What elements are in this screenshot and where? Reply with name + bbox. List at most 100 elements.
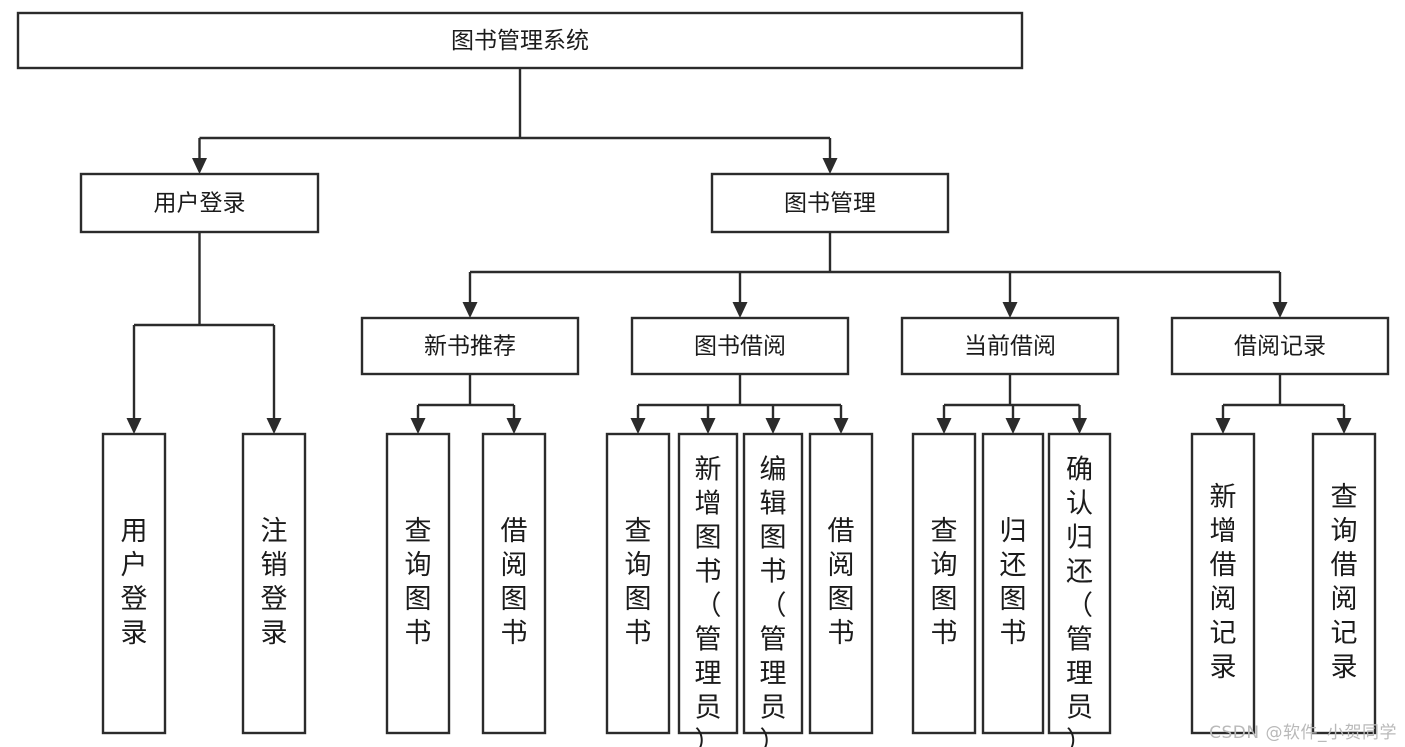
node-label-cb-return-book: 图	[1000, 584, 1027, 615]
node-label-user-login-do: 户	[121, 550, 148, 581]
node-label-cb-confirm-return: （	[1066, 591, 1093, 622]
node-box-bb-query-book[interactable]	[605, 432, 671, 735]
connector-arrow-icon	[936, 418, 952, 434]
node-label-bb-query-book: 图	[625, 584, 652, 615]
node-label-bb-edit-book: （	[760, 591, 787, 622]
node-box-cb-return-book[interactable]	[981, 432, 1045, 735]
node-label-bb-edit-book: 图	[760, 523, 787, 554]
connector-arrow-icon	[126, 418, 142, 434]
node-label-br-query-record: 录	[1331, 652, 1358, 683]
node-label-cb-confirm-return: 员	[1066, 693, 1093, 724]
node-label-new-book-recommend: 新书推荐	[424, 334, 516, 360]
node-label-bb-borrow-book: 借	[828, 516, 855, 547]
node-label-cb-confirm-return: 还	[1066, 557, 1093, 588]
connector-arrow-icon	[1005, 418, 1021, 434]
node-label-root: 图书管理系统	[451, 28, 589, 54]
node-label-current-borrow: 当前借阅	[964, 334, 1056, 360]
node-label-bb-add-book: 理	[695, 659, 722, 690]
connector-arrow-icon	[630, 418, 646, 434]
node-label-nbr-borrow-book: 阅	[501, 550, 528, 581]
node-label-bb-add-book: 增	[695, 489, 722, 520]
node-label-nbr-borrow-book: 图	[501, 584, 528, 615]
connector-arrow-icon	[192, 158, 207, 174]
node-box-book-manage[interactable]	[710, 172, 950, 234]
node-box-nbr-borrow-book[interactable]	[481, 432, 547, 735]
node-label-br-add-record: 新	[1210, 482, 1237, 513]
node-label-nbr-query-book: 询	[405, 550, 432, 581]
node-label-bb-edit-book: ）	[760, 727, 787, 747]
node-box-cb-query-book[interactable]	[911, 432, 977, 735]
connector-arrow-icon	[1215, 418, 1231, 434]
node-label-user-logout: 登	[261, 584, 288, 615]
node-label-book-manage: 图书管理	[784, 191, 876, 217]
node-label-br-add-record: 录	[1210, 652, 1237, 683]
node-box-root[interactable]	[16, 11, 1024, 70]
node-box-new-book-recommend[interactable]	[360, 316, 580, 376]
node-box-bb-edit-book[interactable]	[742, 432, 804, 735]
node-box-user-login-do[interactable]	[101, 432, 167, 735]
node-label-bb-add-book: 书	[695, 557, 722, 588]
node-label-user-logout: 销	[261, 550, 288, 581]
node-label-user-login-do: 用	[121, 516, 148, 547]
node-label-br-add-record: 借	[1210, 550, 1237, 581]
node-box-bb-borrow-book[interactable]	[808, 432, 874, 735]
node-label-bb-edit-book: 员	[760, 693, 787, 724]
connector-arrow-icon	[765, 418, 781, 434]
node-box-bb-add-book[interactable]	[677, 432, 739, 735]
node-label-br-add-record: 记	[1210, 618, 1237, 649]
node-label-bb-borrow-book: 阅	[828, 550, 855, 581]
nodes-layer: 图书管理系统用户登录用户登录注销登录图书管理新书推荐查询图书借阅图书图书借阅查询…	[16, 11, 1390, 747]
node-label-bb-add-book: ）	[695, 727, 722, 747]
node-box-book-borrow[interactable]	[630, 316, 850, 376]
node-label-cb-return-book: 还	[1000, 550, 1027, 581]
node-label-bb-edit-book: 理	[760, 659, 787, 690]
node-label-cb-confirm-return: 认	[1066, 489, 1093, 520]
node-label-nbr-borrow-book: 借	[501, 516, 528, 547]
connectors-layer	[126, 68, 1352, 434]
node-label-cb-return-book: 归	[1000, 516, 1027, 547]
connector-arrow-icon	[1336, 418, 1352, 434]
node-box-nbr-query-book[interactable]	[385, 432, 451, 735]
node-label-bb-add-book: （	[695, 591, 722, 622]
node-label-br-add-record: 增	[1210, 516, 1237, 547]
connector-arrow-icon	[1072, 418, 1087, 434]
node-box-user-login[interactable]	[79, 172, 320, 234]
node-label-cb-query-book: 书	[931, 618, 958, 649]
node-label-cb-query-book: 查	[931, 516, 958, 547]
node-box-cb-confirm-return[interactable]	[1047, 432, 1112, 735]
connector-arrow-icon	[700, 418, 716, 434]
node-label-br-query-record: 查	[1331, 482, 1358, 513]
node-label-bb-borrow-book: 图	[828, 584, 855, 615]
node-label-nbr-borrow-book: 书	[501, 618, 528, 649]
node-label-nbr-query-book: 书	[405, 618, 432, 649]
node-box-borrow-record[interactable]	[1170, 316, 1390, 376]
node-label-cb-query-book: 图	[931, 584, 958, 615]
node-label-bb-edit-book: 管	[760, 625, 787, 656]
connector-arrow-icon	[822, 158, 838, 174]
node-label-br-add-record: 阅	[1210, 584, 1237, 615]
node-label-bb-query-book: 查	[625, 516, 652, 547]
node-box-br-add-record[interactable]	[1190, 432, 1256, 735]
node-label-cb-confirm-return: 确	[1066, 455, 1093, 486]
connector-arrow-icon	[833, 418, 849, 434]
node-label-cb-query-book: 询	[931, 550, 958, 581]
node-label-br-query-record: 询	[1331, 516, 1358, 547]
node-label-cb-confirm-return: 管	[1066, 625, 1093, 656]
node-box-user-logout[interactable]	[241, 432, 307, 735]
connector-arrow-icon	[410, 418, 426, 434]
node-label-bb-edit-book: 辑	[760, 489, 787, 520]
node-box-br-query-record[interactable]	[1311, 432, 1377, 735]
node-box-current-borrow[interactable]	[900, 316, 1120, 376]
node-label-user-login: 用户登录	[154, 191, 246, 217]
node-label-bb-add-book: 图	[695, 523, 722, 554]
node-label-borrow-record: 借阅记录	[1234, 334, 1326, 360]
node-label-cb-confirm-return: ）	[1066, 727, 1093, 747]
node-label-bb-add-book: 新	[695, 455, 722, 486]
node-label-bb-edit-book: 书	[760, 557, 787, 588]
node-label-bb-borrow-book: 书	[828, 618, 855, 649]
node-label-user-logout: 注	[261, 516, 288, 547]
node-label-cb-return-book: 书	[1000, 618, 1027, 649]
connector-arrow-icon	[1002, 302, 1018, 318]
node-label-bb-add-book: 员	[695, 693, 722, 724]
